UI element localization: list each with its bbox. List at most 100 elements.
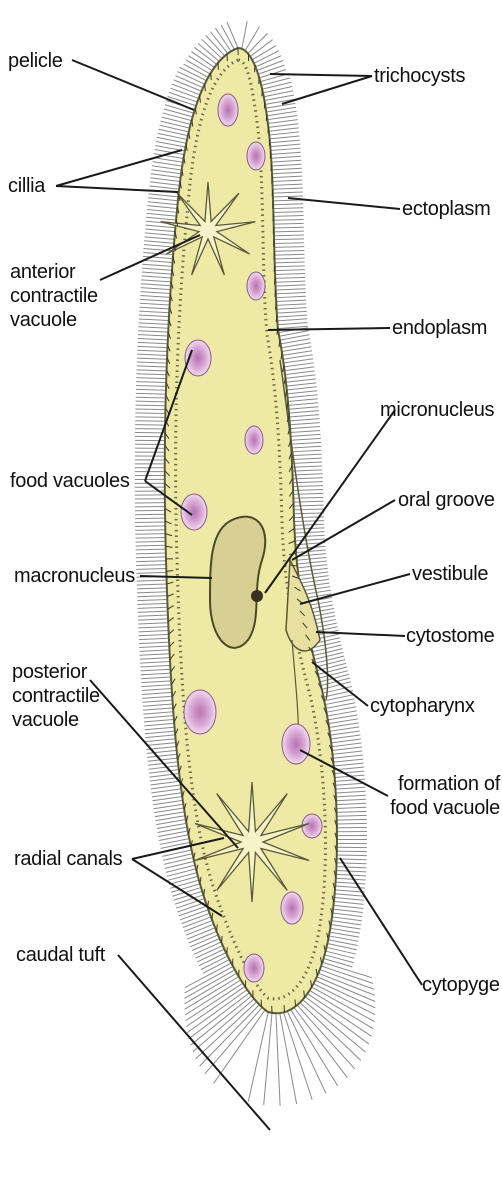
cilium — [135, 538, 165, 539]
cilium — [330, 727, 360, 731]
cilium — [136, 569, 166, 570]
cilium — [137, 588, 167, 589]
cilium — [294, 505, 324, 506]
label-macronucleus: macronucleus — [14, 564, 135, 588]
label-cytopyge: cytopyge — [422, 973, 500, 997]
cilium — [336, 807, 366, 808]
label-pelicle: pelicle — [8, 49, 63, 73]
cilium — [170, 880, 199, 888]
food-vacuole — [282, 724, 310, 764]
cilium — [148, 202, 178, 205]
cilium — [297, 1005, 355, 1069]
cilium — [328, 719, 358, 724]
cilium — [147, 209, 177, 212]
cilium — [286, 379, 316, 382]
cilium — [274, 235, 304, 236]
cilium — [285, 371, 315, 375]
cilium — [155, 812, 185, 817]
cilium — [149, 770, 179, 773]
cilium — [154, 804, 184, 809]
cilium — [137, 580, 167, 581]
cilium — [291, 442, 321, 444]
cilium — [145, 233, 175, 236]
cilium — [137, 366, 167, 367]
cilium — [283, 355, 313, 359]
cilium — [269, 132, 299, 135]
cilium — [273, 208, 303, 209]
cilium — [136, 382, 166, 383]
cilium — [273, 196, 303, 197]
cilium — [136, 405, 166, 406]
cilium — [137, 358, 167, 359]
cilium — [146, 739, 176, 742]
label-anterior-contractile-vacuole: anterior contractile vacuole — [10, 260, 110, 332]
cilium — [150, 781, 180, 785]
cilium — [185, 980, 241, 1015]
cilium — [136, 386, 166, 387]
label-cytopharynx: cytopharynx — [370, 694, 475, 718]
food-vacuole — [244, 954, 264, 982]
cilium — [141, 681, 171, 683]
cilium — [245, 27, 259, 51]
cilium — [138, 615, 168, 616]
cilium — [315, 656, 344, 663]
cilium — [274, 243, 304, 244]
cilium — [155, 816, 185, 821]
cilium — [277, 319, 307, 321]
cilium — [288, 403, 318, 406]
cilium — [337, 819, 367, 820]
cilium — [293, 493, 323, 494]
cilium — [150, 182, 180, 186]
cilium — [180, 910, 208, 920]
cilium — [284, 359, 314, 363]
cilium — [154, 808, 184, 813]
trichocyst — [275, 290, 276, 297]
cilium — [139, 638, 169, 639]
cilium — [333, 759, 363, 762]
cilium — [142, 696, 172, 698]
cilium — [140, 299, 170, 301]
cilium — [332, 743, 362, 747]
cilium — [274, 250, 304, 251]
cilium — [334, 763, 364, 766]
label-radial-canals: radial canals — [14, 847, 122, 871]
cilium — [162, 117, 191, 124]
cilium — [293, 478, 323, 479]
cilium — [135, 409, 165, 410]
food-vacuole — [302, 814, 322, 838]
cilium — [143, 708, 173, 710]
cilium — [275, 262, 305, 263]
cilium — [136, 389, 166, 390]
cilium — [137, 362, 167, 363]
cilium — [140, 658, 170, 660]
cilium — [257, 60, 283, 70]
cilium — [145, 735, 175, 738]
cilium — [312, 987, 375, 1021]
cilium — [144, 237, 174, 240]
cilium — [330, 731, 360, 735]
cilium — [270, 140, 300, 143]
cilium — [274, 247, 304, 248]
cilium — [331, 735, 361, 739]
cilium — [170, 88, 198, 98]
cilium — [138, 627, 168, 628]
cilium — [290, 430, 320, 432]
food-vacuole — [281, 892, 303, 924]
cilium — [135, 417, 165, 418]
cilium — [164, 109, 193, 117]
food-vacuole — [181, 494, 207, 530]
cilium — [136, 553, 166, 554]
cilium — [294, 513, 324, 514]
cilium — [267, 115, 297, 119]
cilium — [142, 689, 172, 691]
cilium — [271, 148, 301, 150]
cilium — [255, 56, 281, 67]
cilium — [276, 289, 306, 290]
cilium — [276, 300, 306, 301]
cilium — [149, 186, 179, 189]
cilium — [145, 229, 175, 232]
cilium — [292, 458, 322, 459]
cilium — [142, 272, 172, 274]
cilium — [141, 288, 171, 290]
cilium — [137, 596, 167, 597]
